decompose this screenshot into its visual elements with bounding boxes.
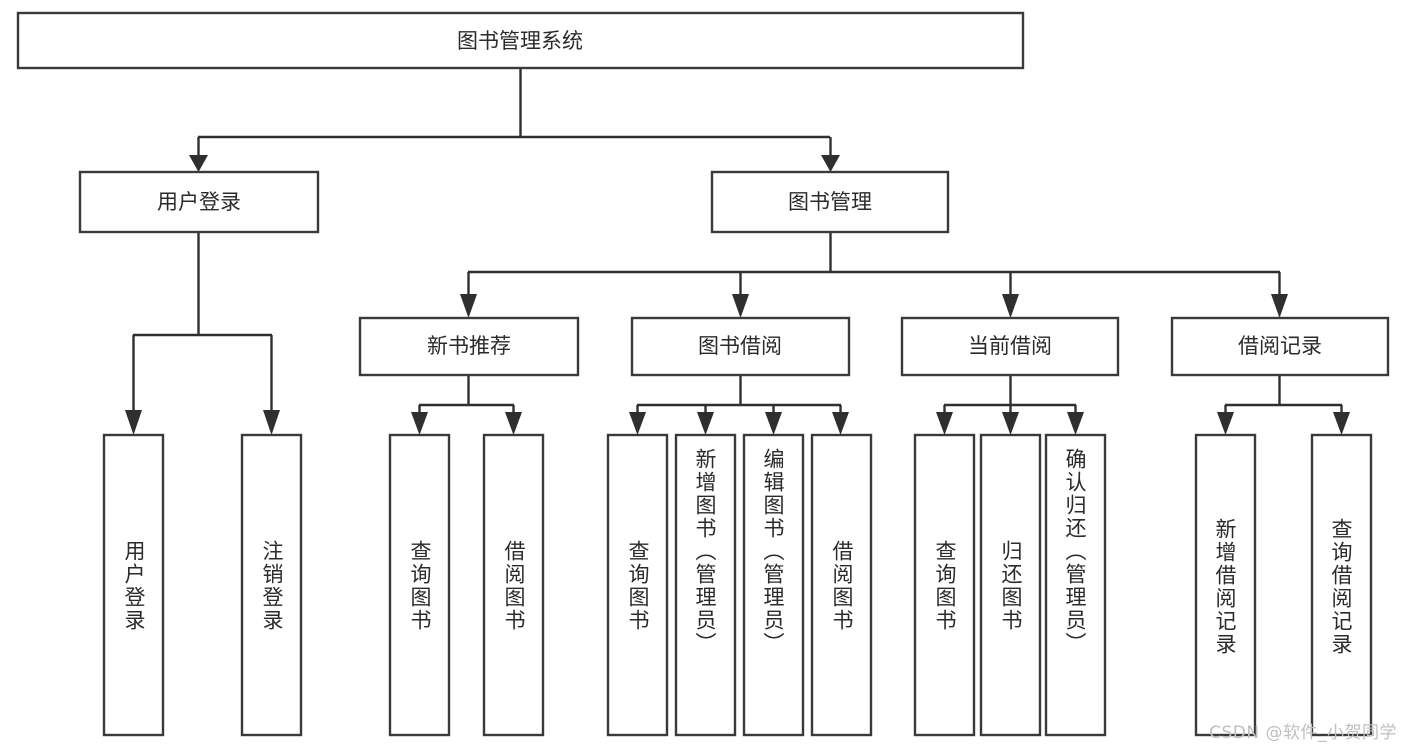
node-root-box[interactable] (16, 11, 1025, 70)
node-current-label: 当前借阅 (968, 334, 1052, 358)
node-leaf-current-confirm-box[interactable] (1044, 433, 1107, 737)
arrow-head-icon (189, 155, 208, 172)
node-leaf-borrow-query[interactable]: 查询图书 (606, 433, 669, 737)
node-current[interactable]: 当前借阅 (900, 316, 1120, 377)
node-leaf-current-query-box[interactable] (913, 433, 976, 737)
node-bookmgmt-label: 图书管理 (788, 190, 872, 214)
arrow-head-icon (1333, 412, 1350, 435)
arrow-head-icon (732, 294, 749, 318)
connectors-current-to-leaves (936, 375, 1084, 435)
node-leaf-borrow-add-box[interactable] (674, 433, 737, 737)
arrow-head-icon (1002, 294, 1019, 318)
node-bookmgmt-box[interactable] (710, 170, 950, 234)
node-leaf-record-query-box[interactable] (1310, 433, 1373, 737)
node-leaf-newbook-borrow[interactable]: 借阅图书 (482, 433, 545, 737)
node-leaf-current-confirm[interactable]: 确认归还（管理员） (1044, 433, 1107, 737)
arrow-head-icon (629, 412, 646, 435)
arrow-head-icon (832, 412, 849, 435)
node-leaf-borrow-add[interactable]: 新增图书（管理员） (674, 433, 737, 737)
arrow-head-icon (1271, 294, 1288, 318)
node-newbook[interactable]: 新书推荐 (358, 316, 580, 377)
node-leaf-newbook-borrow-label: 借阅图书 (502, 540, 526, 632)
node-leaf-newbook-query-label: 查询图书 (408, 540, 432, 632)
arrow-head-icon (821, 155, 840, 172)
node-leaf-user-login-label: 用户登录 (122, 540, 146, 632)
node-borrow-label: 图书借阅 (698, 334, 782, 358)
arrow-head-icon (125, 410, 142, 435)
node-root[interactable]: 图书管理系统 (16, 11, 1025, 70)
node-newbook-label: 新书推荐 (427, 334, 511, 358)
arrow-head-icon (936, 412, 953, 435)
node-record-label: 借阅记录 (1238, 334, 1322, 358)
node-leaf-current-return-label: 归还图书 (999, 540, 1023, 632)
node-record[interactable]: 借阅记录 (1170, 316, 1390, 377)
node-leaf-newbook-borrow-box[interactable] (482, 433, 545, 737)
arrow-head-icon (411, 412, 428, 435)
node-leaf-current-confirm-label: 确认归还（管理员） (1063, 448, 1087, 655)
node-borrow[interactable]: 图书借阅 (630, 316, 851, 377)
node-newbook-box[interactable] (358, 316, 580, 377)
node-leaf-user-logout-box[interactable] (240, 433, 303, 737)
node-borrow-box[interactable] (630, 316, 851, 377)
node-leaf-newbook-query-box[interactable] (388, 433, 451, 737)
node-leaf-user-login[interactable]: 用户登录 (102, 433, 165, 737)
node-leaf-current-query-label: 查询图书 (933, 540, 957, 632)
node-leaf-borrow-lend[interactable]: 借阅图书 (810, 433, 873, 737)
arrow-head-icon (460, 294, 477, 318)
arrow-head-icon (1067, 412, 1084, 435)
node-leaf-borrow-query-box[interactable] (606, 433, 669, 737)
node-leaf-record-add-label: 新增借阅记录 (1213, 518, 1237, 656)
node-leaf-user-logout-label: 注销登录 (260, 540, 284, 632)
connectors-login-to-leaves (125, 232, 280, 435)
connectors-record-to-leaves (1217, 375, 1350, 435)
node-leaf-record-add[interactable]: 新增借阅记录 (1194, 433, 1257, 737)
node-current-box[interactable] (900, 316, 1120, 377)
connectors-root-to-level2 (189, 68, 840, 172)
node-leaf-newbook-query[interactable]: 查询图书 (388, 433, 451, 737)
node-leaf-borrow-query-label: 查询图书 (626, 540, 650, 632)
node-bookmgmt[interactable]: 图书管理 (710, 170, 950, 234)
node-leaf-borrow-edit[interactable]: 编辑图书（管理员） (742, 433, 805, 737)
node-leaf-record-query-label: 查询借阅记录 (1329, 518, 1353, 656)
connectors-newbook-to-leaves (411, 375, 522, 435)
node-leaf-current-query[interactable]: 查询图书 (913, 433, 976, 737)
node-leaf-borrow-add-label: 新增图书（管理员） (693, 448, 717, 655)
node-root-label: 图书管理系统 (457, 29, 583, 53)
connectors-borrow-to-leaves (629, 375, 849, 435)
node-leaf-user-logout[interactable]: 注销登录 (240, 433, 303, 737)
arrow-head-icon (697, 412, 714, 435)
node-leaf-borrow-lend-box[interactable] (810, 433, 873, 737)
node-leaf-borrow-edit-label: 编辑图书（管理员） (761, 448, 785, 655)
node-leaf-current-return-box[interactable] (979, 433, 1042, 737)
arrow-head-icon (1002, 412, 1019, 435)
node-leaf-record-add-box[interactable] (1194, 433, 1257, 737)
node-leaf-current-return[interactable]: 归还图书 (979, 433, 1042, 737)
arrow-head-icon (505, 412, 522, 435)
node-leaf-user-login-box[interactable] (102, 433, 165, 737)
node-leaf-borrow-edit-box[interactable] (742, 433, 805, 737)
node-login-box[interactable] (78, 170, 320, 234)
node-leaf-borrow-lend-label: 借阅图书 (830, 540, 854, 632)
node-record-box[interactable] (1170, 316, 1390, 377)
node-login-label: 用户登录 (157, 190, 241, 214)
node-leaf-record-query[interactable]: 查询借阅记录 (1310, 433, 1373, 737)
arrow-head-icon (1217, 412, 1234, 435)
arrow-head-icon (765, 412, 782, 435)
connectors-bookmgmt-to-level3 (460, 232, 1288, 318)
node-login[interactable]: 用户登录 (78, 170, 320, 234)
arrow-head-icon (263, 410, 280, 435)
